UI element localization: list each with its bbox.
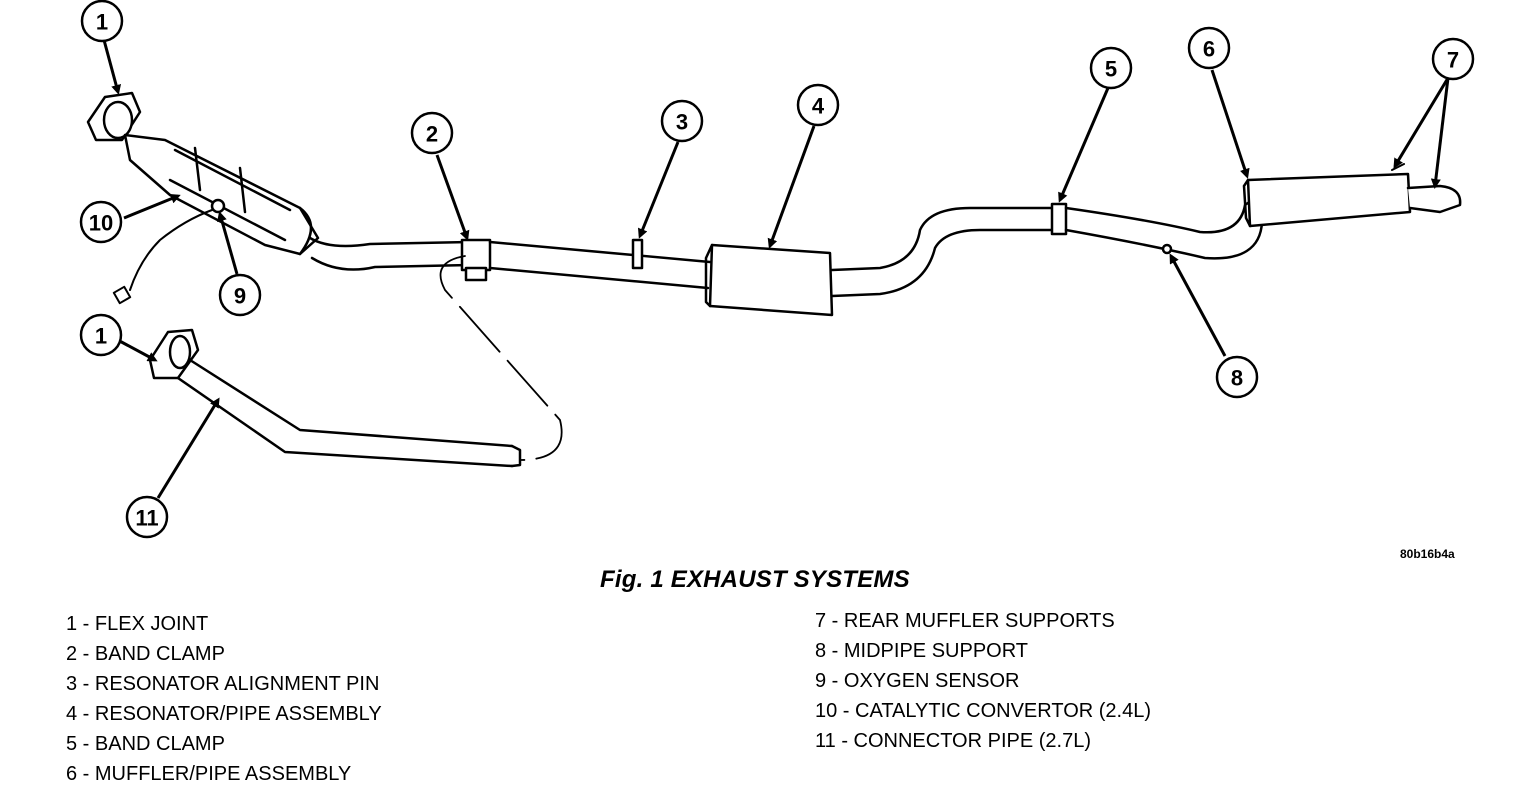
leader-9 xyxy=(217,211,239,275)
leader-7a xyxy=(1393,77,1450,169)
legend-item: 6 - MUFFLER/PIPE ASSEMBLY xyxy=(66,763,352,785)
callout-4: 4 xyxy=(812,94,825,119)
legend-item: 8 - MIDPIPE SUPPORT xyxy=(815,640,1029,662)
leader-10 xyxy=(123,194,181,220)
legend-item: 5 - BAND CLAMP xyxy=(66,733,225,755)
leader-1-upper xyxy=(102,39,122,95)
figure-reference-code: 80b16b4a xyxy=(1400,547,1455,561)
callout-5: 5 xyxy=(1105,57,1117,82)
leader-3 xyxy=(637,141,680,239)
rear-pipe xyxy=(1064,196,1257,234)
callout-2: 2 xyxy=(426,122,438,147)
callout-9: 9 xyxy=(234,284,246,309)
callout-1-upper: 1 xyxy=(96,10,108,35)
callout-11: 11 xyxy=(135,506,158,531)
exhaust-system-diagram: 1 2 3 4 5 6 7 8 9 10 1 11 xyxy=(79,0,1475,539)
legend-item: 7 - REAR MUFFLER SUPPORTS xyxy=(815,610,1115,632)
legend-right-column: 7 - REAR MUFFLER SUPPORTS 8 - MIDPIPE SU… xyxy=(815,606,1151,756)
callout-8: 8 xyxy=(1231,366,1243,391)
leader-2 xyxy=(435,154,470,241)
leader-4 xyxy=(767,125,816,249)
callout-6: 6 xyxy=(1203,37,1215,62)
legend-left-column: 1 - FLEX JOINT 2 - BAND CLAMP 3 - RESONA… xyxy=(66,609,382,789)
legend-item: 2 - BAND CLAMP xyxy=(66,643,225,665)
callout-7: 7 xyxy=(1447,48,1459,73)
intermediate-pipe xyxy=(830,206,1060,272)
callout-3: 3 xyxy=(676,110,688,135)
leader-11 xyxy=(156,397,220,499)
leader-5 xyxy=(1058,87,1110,203)
legend-item: 11 - CONNECTOR PIPE (2.7L) xyxy=(815,730,1091,752)
midpipe-support xyxy=(1161,243,1173,255)
mid-pipe xyxy=(488,240,712,264)
legend-item: 10 - CATALYTIC CONVERTOR (2.4L) xyxy=(815,700,1152,722)
oxygen-sensor xyxy=(112,198,226,305)
alternate-path-line xyxy=(439,255,563,461)
figure-caption: Fig. 1 EXHAUST SYSTEMS xyxy=(600,566,910,593)
legend-item: 9 - OXYGEN SENSOR xyxy=(815,670,1020,692)
connector-pipe xyxy=(148,328,522,468)
leader-8 xyxy=(1169,253,1227,357)
resonator-alignment-pin xyxy=(631,238,644,270)
legend-item: 4 - RESONATOR/PIPE ASSEMBLY xyxy=(66,703,382,725)
legend-item: 3 - RESONATOR ALIGNMENT PIN xyxy=(66,673,380,695)
leader-6 xyxy=(1210,69,1250,179)
resonator xyxy=(704,243,834,317)
callout-10: 10 xyxy=(89,211,113,236)
flex-joint-upper xyxy=(86,91,142,142)
front-pipe xyxy=(308,236,472,248)
legend-item: 1 - FLEX JOINT xyxy=(66,613,209,635)
leader-7b xyxy=(1430,77,1450,189)
catalytic-converter xyxy=(123,133,320,256)
band-clamp-rear xyxy=(1050,202,1068,236)
callout-1-lower: 1 xyxy=(95,324,107,349)
muffler xyxy=(1242,163,1462,228)
band-clamp-front xyxy=(460,238,492,282)
